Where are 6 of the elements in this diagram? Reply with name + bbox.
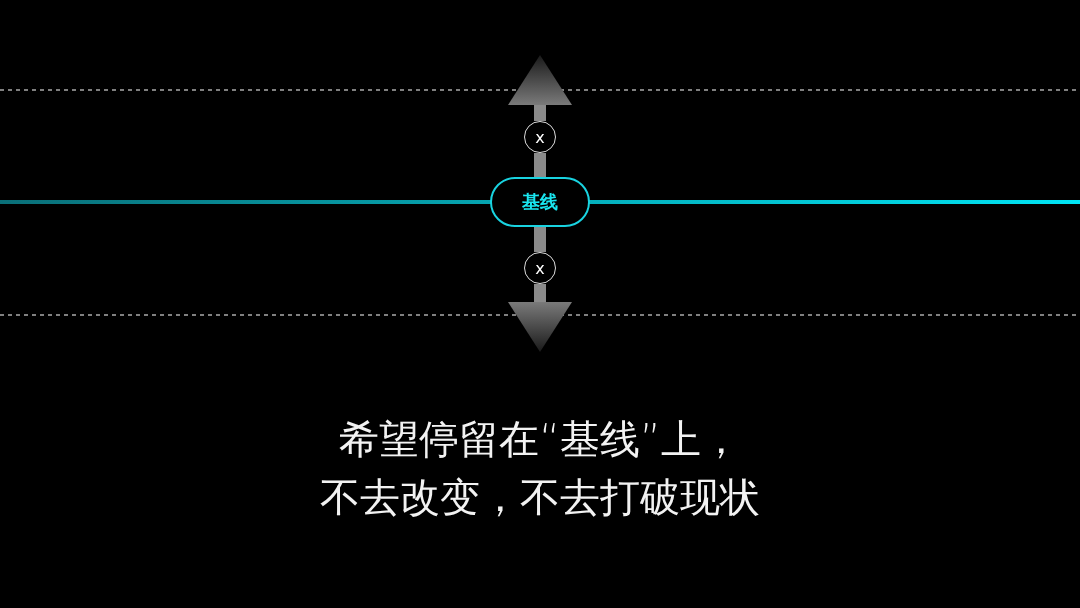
arrow: [508, 284, 572, 352]
arrow: [508, 55, 572, 121]
caption-text: 希望停留在“基线”上，不去改变，不去打破现状: [319, 415, 761, 522]
circle-marker: x: [524, 121, 556, 153]
circle-marker: x: [524, 252, 556, 284]
baseline-pill: 基线: [490, 177, 590, 227]
